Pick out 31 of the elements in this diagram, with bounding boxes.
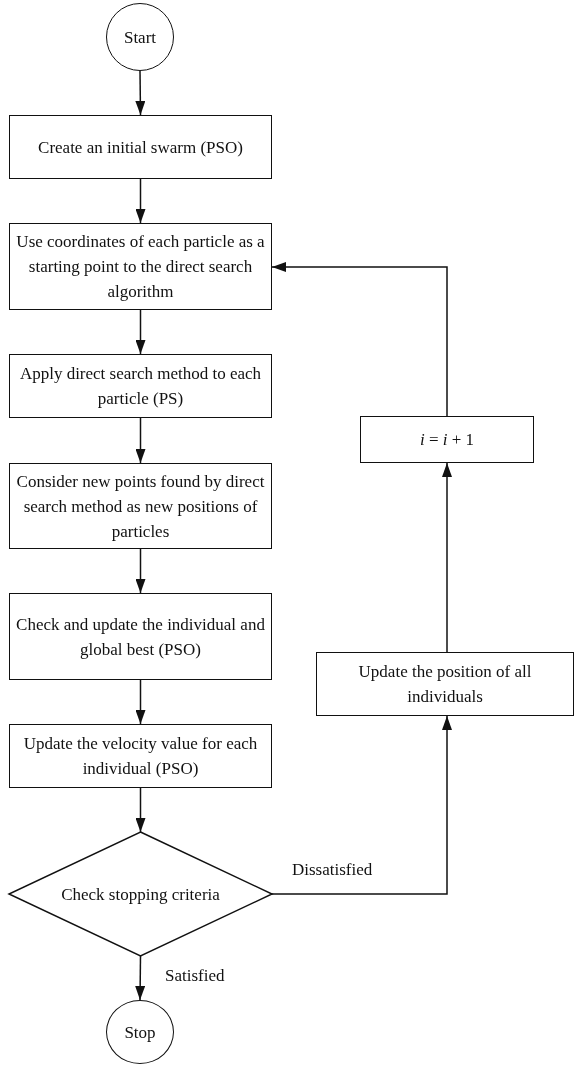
process-box — [9, 354, 272, 418]
arrow — [135, 70, 146, 116]
arrow — [442, 462, 452, 653]
node-label: Check stopping criteria — [60, 883, 221, 906]
node-label: Use coordinates of each particle as a starting point to the direct search algorithm — [15, 231, 266, 303]
arrow — [271, 262, 448, 417]
process-box — [9, 463, 272, 549]
node-label: Consider new points found by direct search method as new positions of particles — [15, 470, 266, 543]
node-label: Apply direct search method to each particle (PS) — [18, 363, 263, 410]
process-box — [9, 115, 272, 179]
arrow — [135, 548, 146, 594]
arrow — [271, 715, 452, 895]
process-box — [316, 652, 574, 716]
process-box — [9, 593, 272, 680]
arrow — [135, 787, 146, 833]
decision-diamond — [9, 832, 272, 956]
node-label: Update the velocity value for each individual (PSO) — [22, 733, 259, 780]
node-label: Create an initial swarm (PSO) — [37, 136, 244, 159]
arrow — [135, 309, 146, 355]
process-box — [9, 724, 272, 788]
node-label: Check and update the individual and global best (PSO) — [15, 613, 266, 661]
process-box — [9, 223, 272, 310]
node-label: Update the position of all individuals — [357, 661, 533, 708]
arrow — [135, 955, 146, 1001]
arrow — [135, 679, 146, 725]
node-label: Stop — [123, 1021, 157, 1044]
node-label: Start — [122, 26, 158, 49]
node-label: i = i + 1 — [418, 429, 476, 451]
process-box — [360, 416, 534, 463]
arrow — [135, 417, 146, 464]
arrow — [135, 178, 146, 224]
